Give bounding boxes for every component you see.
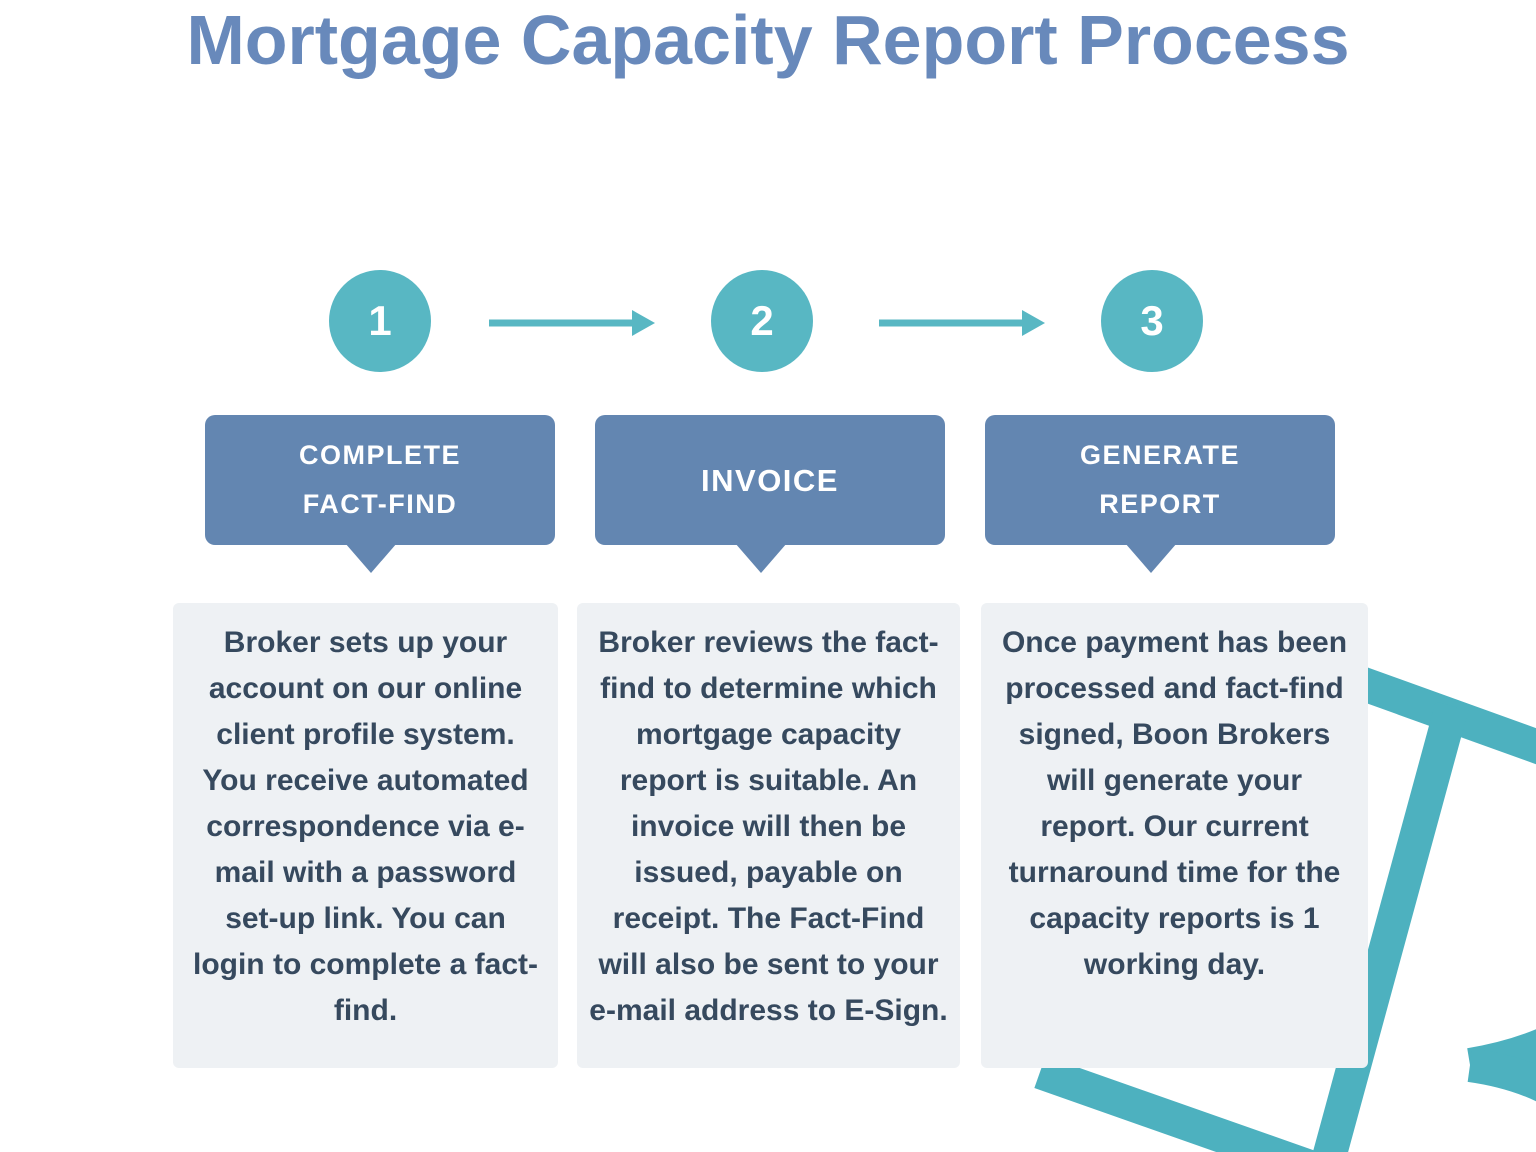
step-1-label: COMPLETE FACT-FIND bbox=[298, 440, 461, 519]
page-title: Mortgage Capacity Report Process bbox=[186, 1, 1350, 79]
step-2-circle: 2 bbox=[711, 270, 813, 372]
step-1-number: 1 bbox=[368, 297, 392, 344]
step-1-description-panel: Broker sets up your account on our onlin… bbox=[173, 603, 558, 1068]
step-3-header-bubble: GENERATE REPORT bbox=[985, 415, 1335, 545]
arrow-right-icon bbox=[879, 310, 1045, 336]
step-3-number: 3 bbox=[1140, 297, 1164, 344]
step-1-header-bubble: COMPLETE FACT-FIND bbox=[205, 415, 555, 545]
step-2-number: 2 bbox=[750, 297, 774, 344]
arrow-right-icon bbox=[489, 310, 655, 336]
step-2-description-panel: Broker reviews the fact- find to determi… bbox=[577, 603, 960, 1068]
step-3-description-panel: Once payment has been processed and fact… bbox=[981, 603, 1368, 1068]
step-2-header-bubble: INVOICE bbox=[595, 415, 945, 545]
step-2-label: INVOICE bbox=[701, 462, 839, 498]
step-1-description: Broker sets up your account on our onlin… bbox=[192, 626, 539, 1027]
step-3-description: Once payment has been processed and fact… bbox=[1001, 626, 1348, 981]
step-1-circle: 1 bbox=[329, 270, 431, 372]
step-2-description: Broker reviews the fact- find to determi… bbox=[589, 626, 948, 1027]
step-3-circle: 3 bbox=[1101, 270, 1203, 372]
step-3-label: GENERATE REPORT bbox=[1079, 440, 1240, 519]
